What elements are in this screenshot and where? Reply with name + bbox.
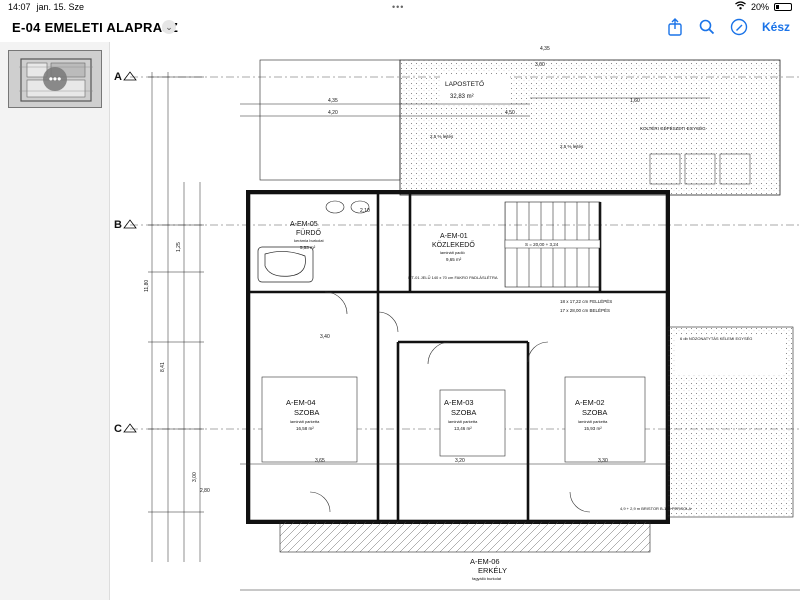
wifi-icon	[735, 1, 746, 12]
room-name: SZOBA	[451, 408, 476, 417]
steps-depth-label: 17 x 28,00 cm BELÉPÉS	[560, 307, 610, 313]
hatch-note: ITT-01 JELŰ 140 x 70 cm FAKRO PADLÁSLÉTR…	[408, 275, 498, 280]
dim-label: 3,65	[315, 458, 325, 464]
share-icon[interactable]	[666, 18, 684, 36]
room-area: 16,58 m²	[296, 426, 314, 431]
room-code: A-EM-03	[444, 398, 474, 407]
search-icon[interactable]	[698, 18, 716, 36]
status-time: 14:07	[8, 2, 31, 12]
dim-label: 2,80	[200, 488, 210, 494]
door-swings	[309, 291, 591, 513]
dim-label: 4,20	[328, 110, 338, 116]
room-floor: kerámia burkolat	[294, 238, 324, 243]
room4-bed	[261, 376, 358, 463]
room-name: SZOBA	[294, 408, 319, 417]
dim-label: 4,50	[505, 110, 515, 116]
stair-label: S = 20,00 + 3,24	[525, 242, 559, 247]
balcony-area	[279, 521, 651, 553]
page-thumbnail-sidebar: •••	[0, 42, 110, 600]
axis-label-a: A	[114, 71, 122, 83]
dim-label: 3,00	[192, 472, 198, 482]
floor-plan-drawing: A B C 11,80 8,41 1,25 3,00 LAPOSTETŐ 32,…	[114, 46, 800, 591]
room-floor: laminált padló	[440, 250, 465, 255]
room4-label: A-EM-04 SZOBA laminált parketta 16,58 m²	[286, 398, 320, 431]
corridor-label: A-EM-01 KÖZLEKEDŐ laminált padló 9,65 m²	[432, 233, 475, 262]
axis-markers: A B C	[114, 71, 137, 435]
room-area: 13,46 m²	[454, 426, 472, 431]
dim-label: 1,25	[176, 242, 182, 252]
room-area: 15,93 m²	[584, 426, 602, 431]
mechanical-unit-label: KOLTÉRI GÉPÉSZETI EGYSÉG	[640, 125, 706, 131]
bottom-dimension-lines	[240, 463, 800, 591]
dim-label: 11,80	[144, 280, 150, 292]
dim-label: 3,40	[320, 334, 330, 340]
dim-label: 3,60	[535, 62, 545, 68]
dim-label: 2,10	[360, 208, 370, 214]
tank-note: 6 db NÖZONATYTÁS KÉLEMI EGYSÉG	[680, 336, 752, 341]
room3-bed	[439, 389, 506, 457]
bathroom-label: A-EM-05 FÜRDŐ kerámia burkolat 5,53 m²	[290, 221, 324, 250]
axis-label-c: C	[114, 423, 122, 435]
roof-area: 32,83 m²	[450, 94, 474, 100]
left-dimension-lines	[148, 72, 204, 562]
status-date: jan. 15. Sze	[36, 2, 85, 12]
room-code: A-EM-04	[286, 398, 316, 407]
nav-bar: E-04 EMELETI ALAPRAJZ ⌄ Kész	[0, 14, 800, 42]
room-floor: fagyálló burkolat	[472, 576, 502, 581]
balcony-label: A-EM-06 ERKÉLY fagyálló burkolat	[460, 554, 540, 584]
dim-label: 8,41	[160, 362, 166, 372]
dim-label: 3,30	[598, 458, 608, 464]
roof-slope-label: 2,5 % lejtés	[430, 134, 454, 139]
room-area: 5,53 m²	[300, 245, 316, 250]
multitask-dots[interactable]: •••	[392, 2, 405, 12]
battery-percent: 20%	[750, 1, 769, 12]
room-area: 9,65 m²	[446, 257, 462, 262]
dim-label: 3,20	[455, 458, 465, 464]
top-dimension-lines	[240, 97, 710, 117]
bathtub	[257, 246, 314, 283]
done-button[interactable]: Kész	[761, 20, 790, 34]
washbasin	[325, 200, 370, 214]
room2-label: A-EM-02 SZOBA laminált parketta 15,93 m²	[575, 398, 608, 431]
room-code: A-EM-06	[470, 557, 500, 566]
page-thumbnail[interactable]: •••	[8, 50, 102, 108]
roof-slope-label: 2,5 % lejtés	[560, 144, 584, 149]
room-floor: laminált parketta	[578, 419, 608, 424]
dim-label: 4,35	[540, 46, 550, 52]
status-bar: 14:07 jan. 15. Sze ••• 20%	[0, 0, 800, 14]
chevron-down-icon[interactable]: ⌄	[162, 20, 176, 34]
room-code: A-EM-02	[575, 398, 605, 407]
steps-rise-label: 18 x 17,22 cm FELLÉPÉS	[560, 298, 612, 304]
room-code: A-EM-05	[290, 221, 318, 228]
interior-walls	[248, 192, 668, 522]
room3-label: A-EM-03 SZOBA laminált parketta 13,46 m²	[444, 398, 478, 431]
dim-label: 4,35	[328, 98, 338, 104]
room-code: A-EM-01	[440, 233, 468, 240]
room-name: FÜRDŐ	[296, 228, 321, 237]
battery-icon	[774, 2, 792, 11]
document-title[interactable]: E-04 EMELETI ALAPRAJZ	[12, 20, 179, 35]
roof-name: LAPOSTETŐ	[445, 79, 484, 88]
room-floor: laminált parketta	[290, 419, 320, 424]
room-floor: laminált parketta	[448, 419, 478, 424]
markup-pen-icon[interactable]	[730, 18, 748, 36]
room-name: ERKÉLY	[478, 566, 507, 575]
room-name: SZOBA	[582, 408, 607, 417]
floor-plan-canvas[interactable]: A B C 11,80 8,41 1,25 3,00 LAPOSTETŐ 32,…	[110, 42, 800, 600]
room2-bed	[564, 376, 646, 463]
room-name: KÖZLEKEDŐ	[432, 240, 475, 249]
roof-label: LAPOSTETŐ 32,83 m²	[440, 74, 510, 104]
more-icon[interactable]: •••	[43, 67, 67, 91]
dim-label: 1,60	[630, 98, 640, 104]
pergola-note: 4,9 + 2,9 m BRISTOR B-150 PERGOLA	[620, 506, 692, 511]
axis-label-b: B	[114, 219, 122, 231]
